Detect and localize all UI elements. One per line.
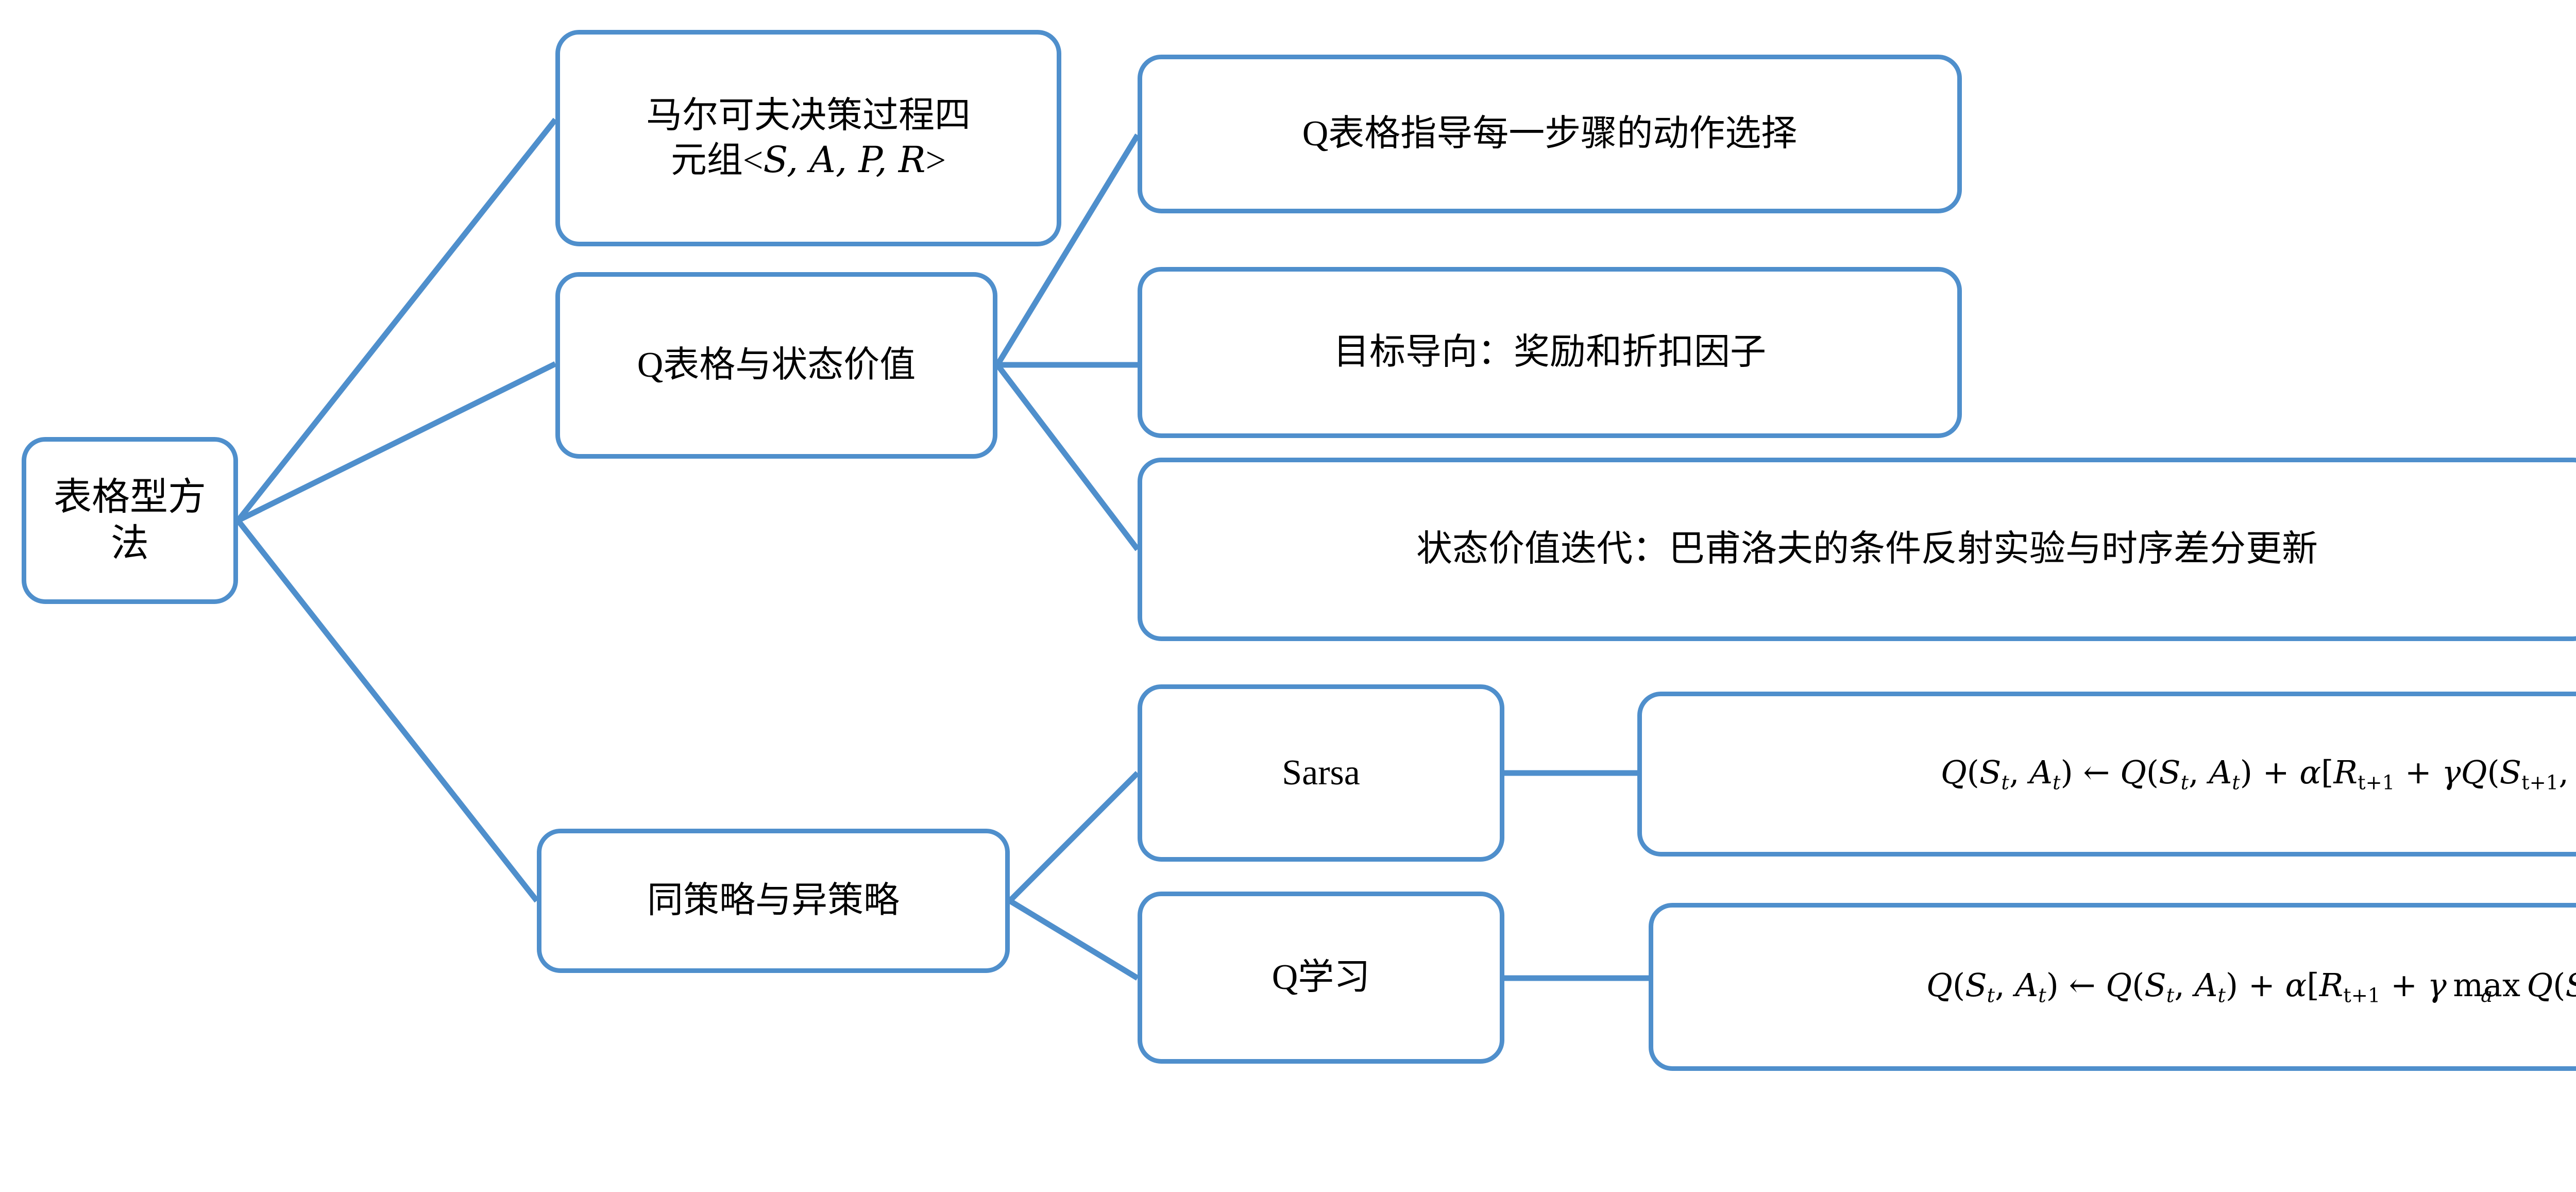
node-goal[interactable]: 目标导向：奖励和折扣因子 <box>1138 267 1962 438</box>
node-goal-label: 目标导向：奖励和折扣因子 <box>1333 332 1766 373</box>
node-mdp-line2-suffix: > <box>925 140 946 180</box>
node-qlearning-label: Q学习 <box>1272 958 1370 998</box>
node-mdp-line2-prefix: 元组< <box>670 140 764 180</box>
node-value-iteration-label: 状态价值迭代：巴甫洛夫的条件反射实验与时序差分更新 <box>1416 529 2318 569</box>
node-mdp[interactable]: 马尔可夫决策过程四 元组<S, A, P, R> <box>555 30 1061 246</box>
node-root-label: 表格型方法 <box>54 476 206 565</box>
node-qguide[interactable]: Q表格指导每一步骤的动作选择 <box>1138 55 1962 213</box>
connector-qtable-to-value <box>995 363 1140 551</box>
node-sarsa-formula[interactable]: Q(St, At) ← Q(St, At) + α[Rt+1 + γQ(St+1… <box>1637 692 2576 857</box>
node-root[interactable]: 表格型方法 <box>22 437 238 604</box>
connector-policy-to-qlearn <box>1008 898 1139 981</box>
connector-root-to-qtable <box>236 361 557 523</box>
sarsa-update-equation: Q(St, At) ← Q(St, At) + α[Rt+1 + γQ(St+1… <box>1940 753 2569 795</box>
node-qtable[interactable]: Q表格与状态价值 <box>555 272 997 459</box>
connector-root-to-policy <box>235 518 539 903</box>
connector-root-to-mdp <box>235 117 558 523</box>
connector-policy-to-sarsa <box>1008 771 1140 903</box>
node-mdp-line1: 马尔可夫决策过程四 <box>646 96 971 136</box>
node-sarsa[interactable]: Sarsa <box>1138 684 1504 862</box>
node-qtable-label: Q表格与状态价值 <box>637 345 916 385</box>
node-qguide-label: Q表格指导每一步骤的动作选择 <box>1302 114 1798 154</box>
node-sarsa-label: Sarsa <box>1282 753 1360 793</box>
node-value-iteration[interactable]: 状态价值迭代：巴甫洛夫的条件反射实验与时序差分更新 <box>1138 458 2576 641</box>
node-mdp-label: 马尔可夫决策过程四 元组<S, A, P, R> <box>569 94 1047 182</box>
node-policy[interactable]: 同策略与异策略 <box>537 829 1010 973</box>
node-policy-label: 同策略与异策略 <box>647 881 900 921</box>
node-mdp-tuple: S, A, P, R <box>763 138 926 181</box>
node-qlearning[interactable]: Q学习 <box>1138 892 1504 1064</box>
